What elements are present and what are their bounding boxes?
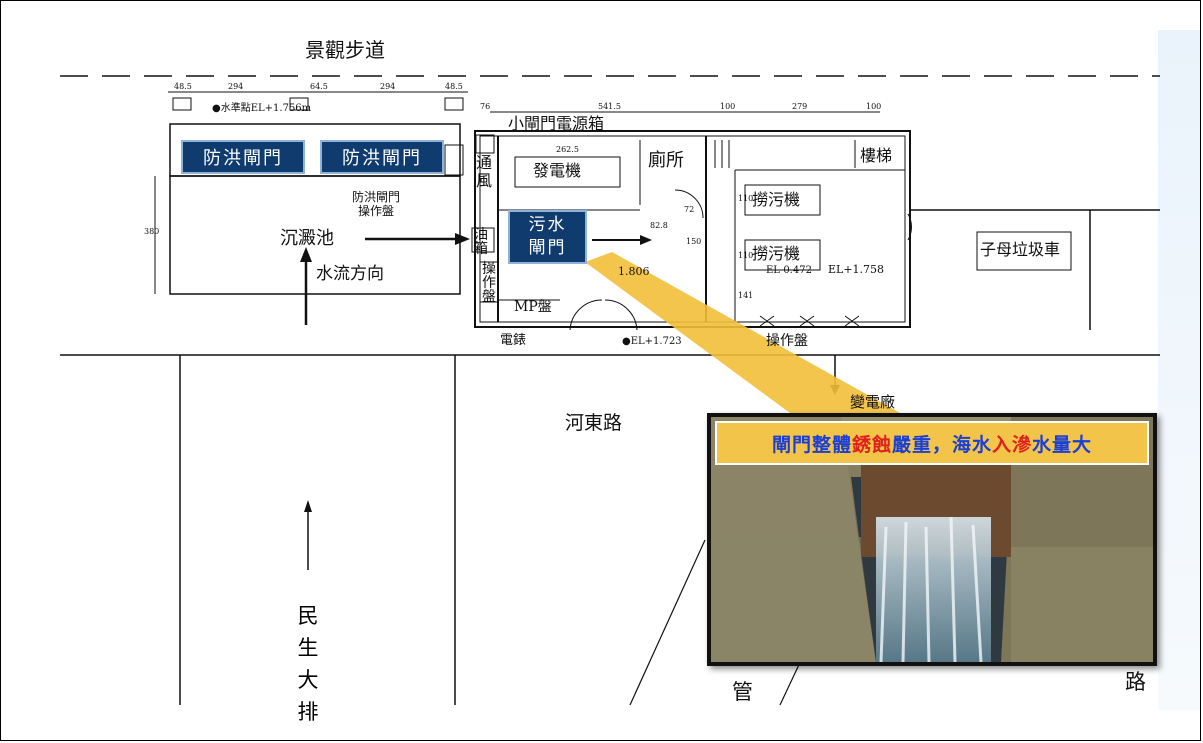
drain-arrow-head bbox=[304, 500, 312, 512]
side-strip bbox=[1158, 30, 1200, 710]
ventilation-label: 通 風 bbox=[476, 153, 493, 190]
road-char-label: 路 bbox=[1125, 670, 1146, 694]
cross-mark-3 bbox=[844, 315, 860, 327]
gate-post-2 bbox=[289, 97, 309, 111]
generator-label: 發電機 bbox=[533, 161, 582, 180]
dim-label-11: 262.5 bbox=[556, 145, 579, 154]
screen-machine-box-2 bbox=[744, 239, 821, 271]
oil-tank-label: 油 箱 bbox=[474, 227, 488, 257]
dim-label-16: 110 bbox=[738, 251, 754, 260]
gate-end-block bbox=[444, 144, 464, 176]
door-arc-3 bbox=[674, 189, 704, 219]
corrosion-photo-image bbox=[711, 417, 1153, 662]
toilet-label: 廁所 bbox=[648, 150, 684, 171]
el-label-1: EL+1.758 bbox=[828, 263, 885, 276]
stairs-label: 樓梯 bbox=[860, 146, 893, 165]
gate-post-3 bbox=[444, 97, 464, 111]
dim-label-14: 380 bbox=[144, 227, 160, 236]
dim-label-13: 72 bbox=[684, 205, 695, 214]
oil-box bbox=[471, 227, 495, 253]
garbage-truck-label: 子母垃圾車 bbox=[980, 240, 1061, 259]
up-arrow-head bbox=[300, 247, 312, 262]
screen-machine-box-1 bbox=[744, 184, 821, 216]
cross-mark-1 bbox=[759, 315, 775, 327]
dim-label-4: 294 bbox=[380, 82, 396, 91]
flow-direction-label: 水流方向 bbox=[316, 264, 384, 284]
hedong-road-label: 河東路 bbox=[565, 412, 623, 434]
operation-panel-bottom-label: 操作盤 bbox=[766, 333, 808, 349]
garbage-truck-box bbox=[976, 231, 1072, 271]
callout-wedge bbox=[585, 252, 900, 413]
screen-machine-label-2: 撈污機 bbox=[752, 244, 801, 263]
water-level-label: ●水準點EL+1.756m bbox=[212, 103, 312, 114]
pipe-label: 管 bbox=[732, 680, 753, 704]
landscape-walkway-label: 景觀步道 bbox=[305, 38, 385, 62]
sewage-gate-label: 污水 閘門 bbox=[508, 210, 587, 264]
small-box bbox=[475, 134, 495, 154]
screen-machine-label-1: 撈污機 bbox=[752, 190, 801, 209]
door-arc-2 bbox=[604, 299, 638, 331]
dim-label-18: 150 bbox=[686, 237, 702, 246]
dim-label-2: 294 bbox=[228, 82, 244, 91]
corrosion-photo bbox=[707, 413, 1157, 666]
dim-label-8: 100 bbox=[720, 102, 736, 111]
dim-label-5: 48.5 bbox=[445, 82, 463, 91]
dim-label-12: 82.8 bbox=[650, 221, 668, 230]
small-gate-power-box-label: 小閘門電源箱 bbox=[508, 114, 605, 133]
el-label-2: EL-0.472 bbox=[766, 265, 812, 276]
caption-part-4: 入滲 bbox=[992, 433, 1033, 456]
minsheng-drain-label: 民生大排 bbox=[297, 604, 319, 724]
door-arc-4 bbox=[907, 213, 912, 241]
mp-panel-label: MP盤 bbox=[514, 299, 552, 315]
dim-label-7: 541.5 bbox=[598, 102, 621, 111]
dim-label-9: 279 bbox=[792, 102, 808, 111]
flow-arrow-head bbox=[455, 233, 470, 245]
dim-label-1: 48.5 bbox=[174, 82, 192, 91]
el-label-3: ●EL+1.723 bbox=[622, 336, 682, 347]
substation-label: 變電廠 bbox=[850, 393, 896, 411]
sedimentation-tank-label: 沉澱池 bbox=[280, 228, 334, 249]
operation-panel-left-label: 操 作 盤 bbox=[482, 261, 496, 305]
door-arc-1 bbox=[569, 299, 603, 331]
caption-part-2: 銹蝕 bbox=[851, 433, 892, 456]
dim-label-6: 76 bbox=[480, 102, 491, 111]
cross-mark-2 bbox=[799, 315, 815, 327]
panel-box bbox=[479, 261, 499, 303]
pipe-line-1 bbox=[629, 539, 706, 706]
dim-label-15: 110 bbox=[738, 194, 754, 203]
dim-label-17: 141 bbox=[738, 291, 754, 300]
flood-gate-label-1: 防洪閘門 bbox=[181, 140, 305, 174]
generator-box bbox=[514, 156, 621, 188]
dim-label-3: 64.5 bbox=[310, 82, 328, 91]
gate-arrow-head bbox=[640, 235, 652, 245]
gate-post-1 bbox=[172, 97, 192, 111]
el-label-4: 1.806 bbox=[618, 265, 650, 278]
caption-part-5: 水量大 bbox=[1032, 433, 1093, 456]
caption-part-1: 閘門整體 bbox=[771, 433, 852, 456]
flood-gate-panel-label: 防洪閘門 操作盤 bbox=[352, 190, 401, 218]
caption-part-3: 嚴重，海水 bbox=[891, 433, 992, 456]
electric-box-label: 電錶 bbox=[500, 333, 527, 348]
dim-label-10: 100 bbox=[866, 102, 882, 111]
photo-caption: 閘門整體銹蝕嚴重，海水入滲水量大 bbox=[715, 421, 1149, 465]
flood-gate-label-2: 防洪閘門 bbox=[320, 140, 444, 174]
